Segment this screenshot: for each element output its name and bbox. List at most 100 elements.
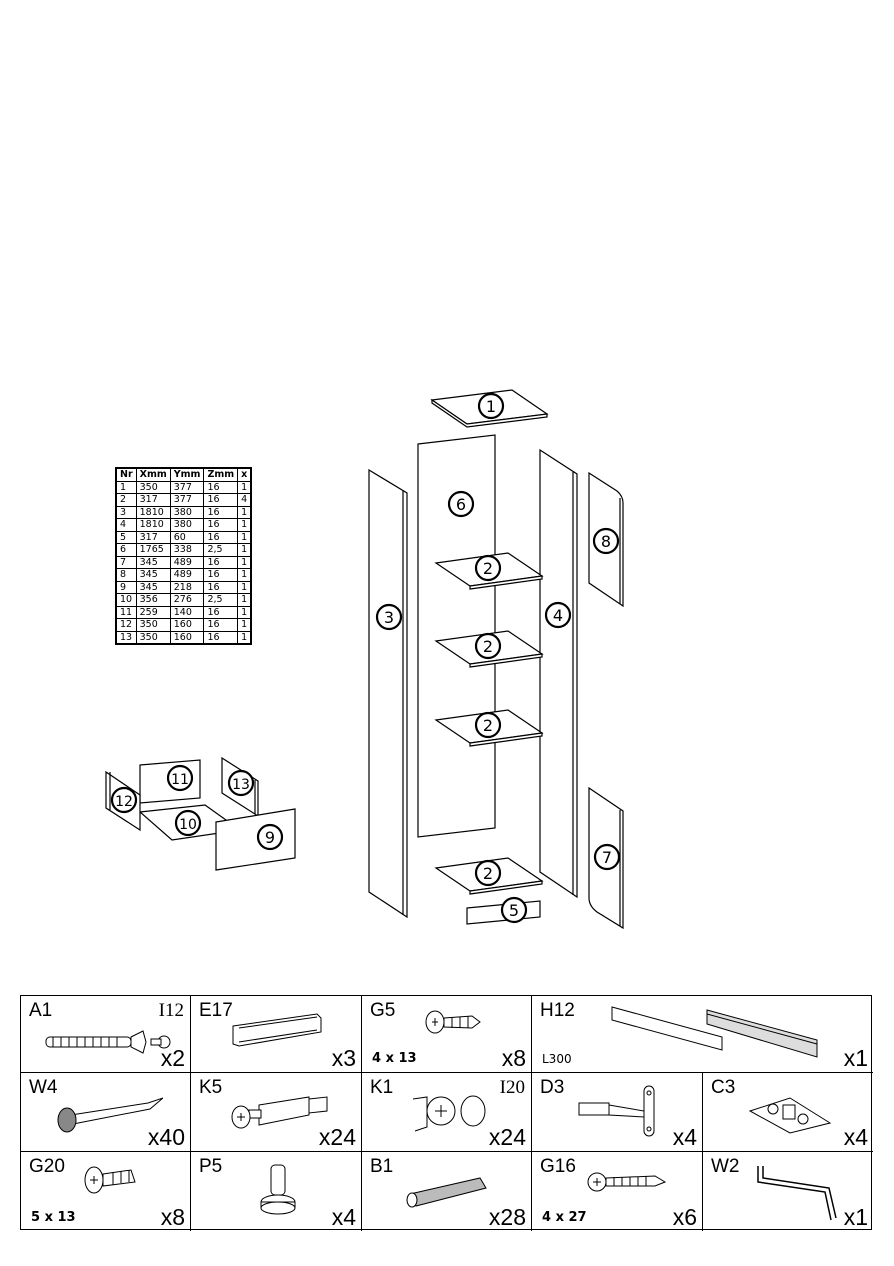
hardware-grid: A1 I12 x2 E17 x3 G5 4 x 13 x8 H12 L300 x… [20,995,873,1231]
table-cell: 4 [237,493,252,507]
table-cell: 16 [203,518,239,532]
table-cell: 1 [237,505,252,519]
hardware-code: E17 [199,1000,233,1021]
hardware-code: C3 [711,1077,736,1098]
svg-text:5: 5 [509,901,519,920]
table-cell: 1765 [135,543,171,557]
hardware-cell-K1: K1 I20 x24 [362,1073,532,1152]
exploded-assembly-drawing: 1 6 2 2 2 2 3 4 8 7 5 11 13 12 10 9 [105,389,624,930]
cam-bolt-icon [231,1096,328,1129]
table-cell: 16 [203,555,239,569]
hardware-quantity: x28 [488,1204,526,1230]
part-label-7: 7 [593,843,621,871]
table-cell: 1 [237,518,252,532]
table-cell: 1 [237,605,252,619]
table-cell: 489 [169,568,205,582]
hardware-quantity: x24 [488,1124,526,1150]
svg-text:2: 2 [483,716,493,735]
screw-icon [84,1166,136,1194]
hardware-code: D3 [540,1077,565,1098]
hardware-cell-P5: P5 x4 [191,1152,362,1231]
table-cell: 380 [169,505,205,519]
hardware-cell-W4: W4 x40 [21,1073,191,1152]
table-cell: 1 [237,568,252,582]
table-cell: 377 [169,493,205,507]
short-screw-icon [425,1010,481,1034]
table-cell: 2 [115,493,137,507]
table-cell: 16 [203,505,239,519]
table-cell: 4 [115,518,137,532]
part-label-11: 11 [166,764,194,792]
part-label-2: 2 [474,632,502,660]
allen-key-icon [757,1166,837,1221]
svg-text:1: 1 [486,397,496,416]
table-cell: 8 [115,568,137,582]
hardware-cell-C3: C3 x4 [703,1073,873,1152]
hardware-size: L300 [542,1052,572,1066]
hardware-quantity: x1 [843,1204,868,1230]
hardware-code: G5 [370,1000,396,1021]
table-cell: 350 [135,480,171,494]
hardware-cell-G16: G16 4 x 27 x6 [532,1152,703,1231]
drawer-front-9 [215,808,296,871]
table-cell: 1 [237,618,252,632]
table-cell: 16 [203,493,239,507]
part-label-1: 1 [477,392,505,420]
shelf-pin-icon [260,1164,296,1215]
table-cell: 9 [115,580,137,594]
column-header: Nr [115,467,137,482]
table-cell: 16 [203,530,239,544]
table-cell: 16 [203,580,239,594]
table-cell: 218 [169,580,205,594]
hardware-code: B1 [370,1156,394,1177]
table-cell: 1810 [135,518,171,532]
nail-icon [57,1097,163,1133]
part-label-5: 5 [500,896,528,924]
table-cell: 1 [115,480,137,494]
table-cell: 16 [203,605,239,619]
part-label-13: 13 [227,769,255,797]
table-cell: 140 [169,605,205,619]
table-cell: 377 [169,480,205,494]
hardware-cell-G20: G20 5 x 13 x8 [21,1152,191,1231]
hardware-quantity: x1 [843,1045,868,1071]
part-label-2: 2 [474,554,502,582]
panel-4-side [539,448,578,899]
table-cell: 5 [115,530,137,544]
table-cell: 338 [169,543,205,557]
svg-text:6: 6 [456,495,466,514]
part-label-9: 9 [256,823,284,851]
svg-text:10: 10 [179,817,197,833]
table-cell: 350 [135,630,171,645]
table-cell: 2,5 [203,593,239,607]
part-label-2: 2 [474,711,502,739]
svg-text:7: 7 [602,848,612,867]
screw-with-cap-icon [45,1030,171,1054]
table-cell: 16 [203,480,239,494]
table-cell: 6 [115,543,137,557]
svg-text:4: 4 [553,606,563,625]
long-screw-icon [587,1172,667,1192]
hardware-quantity: x6 [672,1204,697,1230]
column-header: Ymm [169,467,205,482]
svg-text:13: 13 [232,777,250,793]
table-header-row: Nr Xmm Ymm Zmm x [115,467,252,482]
table-cell: 13 [115,630,137,645]
table-cell: 1 [237,555,252,569]
hardware-code: P5 [199,1156,223,1177]
table-cell: 16 [203,618,239,632]
table-cell: 1 [237,480,252,494]
svg-text:12: 12 [115,794,133,810]
hardware-size: 4 x 27 [542,1210,587,1225]
